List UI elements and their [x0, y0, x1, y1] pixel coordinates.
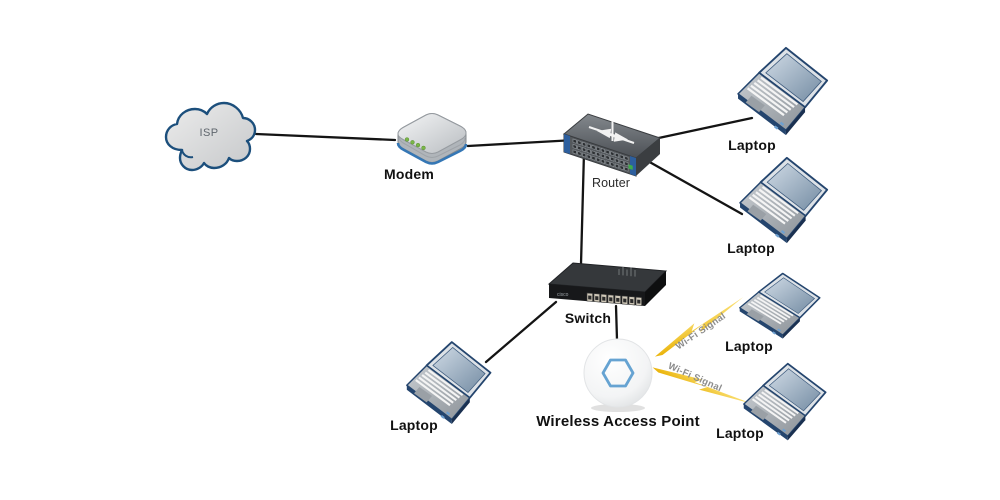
svg-text:cisco: cisco	[557, 292, 569, 298]
laptop-icon	[405, 340, 492, 426]
laptop-icon	[736, 46, 829, 137]
laptop-icon	[738, 156, 829, 245]
switch-icon: cisco	[547, 262, 668, 306]
cable-switch-wap	[614, 304, 619, 342]
switch-label: Switch	[564, 310, 612, 326]
modem-label: Modem	[384, 166, 434, 182]
wireless-access-point-label: Wireless Access Point	[536, 413, 700, 430]
wireless-access-point-icon	[583, 338, 653, 412]
cable-modem-router	[466, 138, 577, 148]
laptop-label: Laptop	[725, 338, 773, 354]
laptop-label: Laptop	[727, 240, 775, 256]
cable-router-switch	[579, 150, 586, 266]
laptop-label: Laptop	[728, 137, 776, 153]
laptop-label: Laptop	[716, 425, 764, 441]
wifi-bolt-icon	[652, 367, 753, 404]
router-icon	[562, 113, 662, 177]
isp-label: ISP	[199, 127, 219, 139]
isp-cloud-icon	[164, 101, 257, 172]
wifi-bolt-icon	[654, 297, 744, 357]
cable-switch-laptop5	[484, 300, 558, 364]
laptop-label: Laptop	[390, 417, 438, 433]
router-label: Router	[591, 176, 631, 190]
laptop-icon	[738, 272, 821, 340]
cable-isp-modem	[254, 132, 397, 142]
cable-router-laptop1	[652, 116, 754, 141]
cable-router-laptop2	[644, 158, 744, 216]
modem-icon	[396, 113, 468, 165]
